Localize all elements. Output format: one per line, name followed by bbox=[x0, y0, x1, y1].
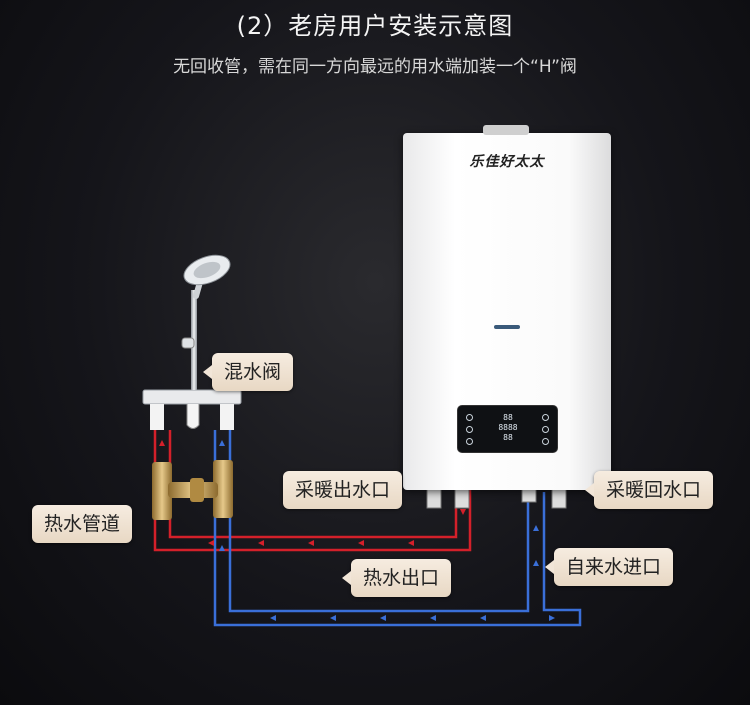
panel-button bbox=[466, 438, 473, 445]
panel-button bbox=[542, 414, 549, 421]
heater-top-connector bbox=[483, 125, 529, 135]
label-tap-water-inlet: 自来水进口 bbox=[544, 548, 674, 586]
label-heating-return: 采暖回水口 bbox=[584, 471, 714, 509]
water-heater: 乐佳好太太 88 8888 88 bbox=[403, 125, 611, 490]
flow-arrow-icon bbox=[159, 440, 466, 546]
label-heating-outlet: 采暖出水口 bbox=[283, 471, 403, 509]
flow-arrow-icon bbox=[219, 440, 555, 621]
lcd-line-3: 88 bbox=[503, 433, 513, 442]
lcd-line-2: 8888 bbox=[498, 423, 518, 432]
label-hot-water-pipe: 热水管道 bbox=[32, 505, 133, 543]
panel-button bbox=[466, 426, 473, 433]
diagram-title: (2）老房用户安装示意图 bbox=[236, 12, 514, 40]
lcd-display: 88 8888 88 bbox=[488, 413, 528, 443]
indicator-slot bbox=[494, 325, 520, 329]
brand-logo: 乐佳好太太 bbox=[469, 154, 545, 170]
panel-button bbox=[542, 426, 549, 433]
control-panel: 88 8888 88 bbox=[457, 405, 558, 453]
h-valve-icon bbox=[152, 460, 233, 520]
shower-head-icon bbox=[181, 254, 231, 390]
label-hot-water-outlet: 热水出口 bbox=[341, 559, 452, 597]
panel-button bbox=[466, 414, 473, 421]
panel-button bbox=[542, 438, 549, 445]
mixing-valve-icon bbox=[142, 389, 242, 430]
diagram-subtitle: 无回收管，需在同一方向最远的用水端加装一个“H”阀 bbox=[173, 57, 577, 77]
lcd-line-1: 88 bbox=[503, 413, 513, 422]
heater-connectors bbox=[426, 487, 567, 509]
cold-water-pipe bbox=[213, 430, 582, 627]
label-mixing-valve: 混水阀 bbox=[202, 353, 294, 391]
